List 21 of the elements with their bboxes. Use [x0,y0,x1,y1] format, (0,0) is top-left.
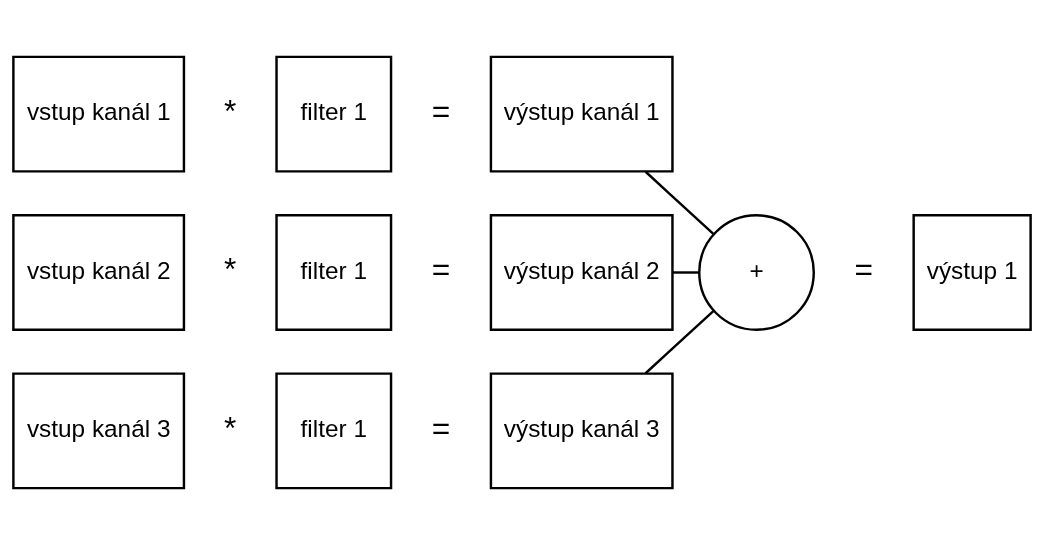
label: = [854,250,873,287]
label: * [224,409,237,446]
node-box: vstup kanál 1 [12,55,186,173]
node-box: vstup kanál 3 [12,371,186,489]
label: = [431,409,451,446]
connector [644,309,715,374]
node-circle: + [698,213,815,331]
label: * [224,92,237,129]
node-box: výstup kanál 1 [489,55,674,173]
node-box: vstup kanál 2 [12,213,186,331]
node-box: výstup kanál 3 [489,371,674,489]
connector [672,270,700,274]
label: = [431,92,451,129]
label: * [224,250,237,287]
connector [644,170,715,235]
node-box: filter 1 [275,213,393,331]
node-box: výstup 1 [912,213,1032,331]
node-box: výstup kanál 2 [489,213,674,331]
label: = [431,250,451,287]
node-box: filter 1 [275,371,393,489]
node-box: filter 1 [275,55,393,173]
